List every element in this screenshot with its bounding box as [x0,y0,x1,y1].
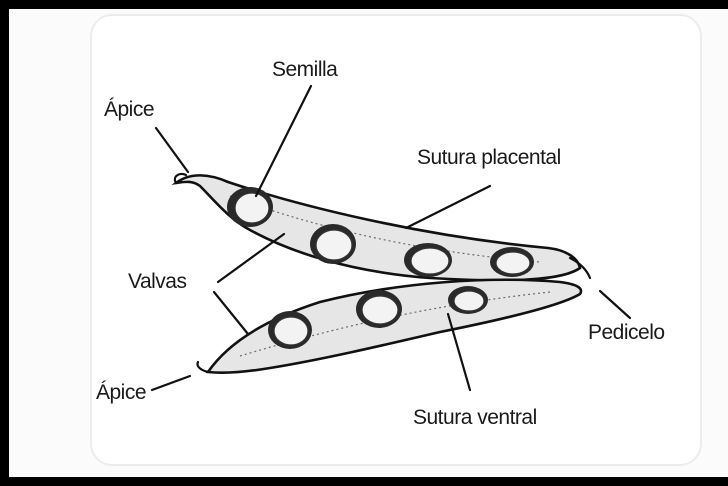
label-sutura-ventral: Sutura ventral [413,406,537,429]
seed [316,230,352,260]
leader-valvas-lower [214,292,248,334]
leader-apice-bottom [152,376,190,390]
label-apice-top: Ápice [104,98,154,121]
lower-pod [197,280,581,373]
lower-pod-valve [208,280,581,373]
seed [362,296,398,324]
leader-pedicelo [600,291,630,318]
label-sutura-placental: Sutura placental [417,146,561,169]
label-semilla: Semilla [272,58,338,81]
leader-valvas-upper [218,234,284,282]
leader-semilla [256,86,311,196]
leader-sutura-placental [406,186,490,228]
leader-apice-top [156,128,188,172]
label-pedicelo: Pedicelo [588,321,665,344]
seed [454,291,484,311]
seed [235,193,269,223]
seed [496,252,530,274]
seed [274,317,308,345]
seed [411,248,449,274]
upper-pod [175,174,590,280]
label-apice-bottom: Ápice [96,381,146,404]
lower-pod-tip [197,362,208,372]
label-valvas: Valvas [128,270,186,293]
